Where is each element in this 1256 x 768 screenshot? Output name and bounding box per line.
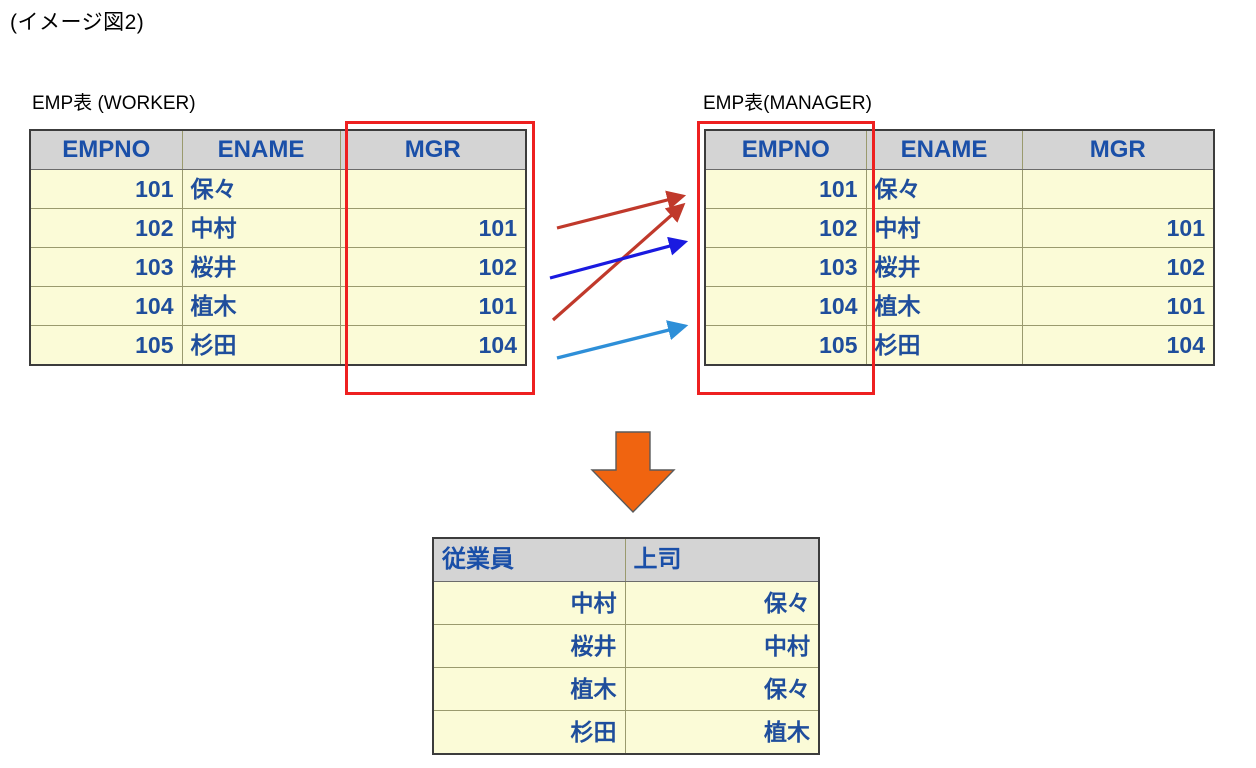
- cell-employee: 植木: [432, 667, 626, 711]
- cell-ename: 植木: [865, 286, 1023, 326]
- cell-manager: 保々: [624, 581, 820, 625]
- cell-mgr: 101: [1021, 208, 1215, 248]
- table-header-row: 従業員 上司: [432, 537, 820, 582]
- cell-empno: 105: [29, 325, 183, 366]
- column-header-empno: EMPNO: [29, 129, 183, 170]
- column-header-mgr: MGR: [1021, 129, 1215, 170]
- cell-ename: 植木: [181, 286, 341, 326]
- figure-caption: (イメージ図2): [10, 11, 145, 34]
- cell-ename: 桜井: [865, 247, 1023, 287]
- cell-empno: 102: [29, 208, 183, 248]
- join-arrow-mgr104-to-empno101: [551, 202, 686, 322]
- column-header-ename: ENAME: [865, 129, 1023, 170]
- table-row: 杉田 植木: [432, 710, 820, 755]
- cell-empno: 103: [29, 247, 183, 287]
- worker-table-caption: EMP表 (WORKER): [32, 93, 196, 114]
- cell-empno: 105: [704, 325, 867, 366]
- table-row: 101 保々: [29, 169, 527, 209]
- cell-empno: 102: [704, 208, 867, 248]
- cell-empno: 104: [29, 286, 183, 326]
- column-header-manager: 上司: [624, 537, 820, 582]
- cell-ename: 杉田: [865, 325, 1023, 366]
- cell-empno: 101: [29, 169, 183, 209]
- cell-ename: 保々: [865, 169, 1023, 209]
- cell-manager: 植木: [624, 710, 820, 755]
- result-table: 従業員 上司 中村 保々 桜井 中村 植木 保々 杉田 植木: [432, 537, 820, 755]
- cell-ename: 桜井: [181, 247, 341, 287]
- table-row: 桜井 中村: [432, 624, 820, 668]
- join-arrow-mgr102-to-empno101: [556, 190, 687, 230]
- table-row: 102 中村 101: [704, 208, 1215, 248]
- table-row: 104 植木 101: [704, 286, 1215, 326]
- table-row: 103 桜井 102: [29, 247, 527, 287]
- cell-mgr: 102: [1021, 247, 1215, 287]
- table-row: 中村 保々: [432, 581, 820, 625]
- join-arrow-mgr105-to-empno104: [556, 320, 689, 360]
- column-header-mgr: MGR: [339, 129, 527, 170]
- down-arrow-icon: [590, 431, 676, 514]
- cell-mgr: 101: [339, 286, 527, 326]
- column-header-empno: EMPNO: [704, 129, 867, 170]
- cell-empno: 103: [704, 247, 867, 287]
- cell-mgr: [1021, 169, 1215, 209]
- table-row: 105 杉田 104: [704, 325, 1215, 366]
- cell-ename: 中村: [181, 208, 341, 248]
- cell-mgr: 104: [339, 325, 527, 366]
- table-header-row: EMPNO ENAME MGR: [704, 129, 1215, 170]
- cell-employee: 杉田: [432, 710, 626, 755]
- cell-mgr: 102: [339, 247, 527, 287]
- manager-table: EMPNO ENAME MGR 101 保々 102 中村 101 103 桜井…: [704, 129, 1215, 366]
- table-row: 101 保々: [704, 169, 1215, 209]
- join-arrows-group: [549, 190, 689, 360]
- table-row: 104 植木 101: [29, 286, 527, 326]
- table-header-row: EMPNO ENAME MGR: [29, 129, 527, 170]
- cell-ename: 中村: [865, 208, 1023, 248]
- column-header-employee: 従業員: [432, 537, 626, 582]
- cell-employee: 桜井: [432, 624, 626, 668]
- cell-mgr: 104: [1021, 325, 1215, 366]
- cell-empno: 101: [704, 169, 867, 209]
- table-row: 102 中村 101: [29, 208, 527, 248]
- cell-mgr: 101: [1021, 286, 1215, 326]
- table-row: 103 桜井 102: [704, 247, 1215, 287]
- cell-mgr: 101: [339, 208, 527, 248]
- column-header-ename: ENAME: [181, 129, 341, 170]
- cell-manager: 保々: [624, 667, 820, 711]
- cell-mgr: [339, 169, 527, 209]
- cell-manager: 中村: [624, 624, 820, 668]
- manager-table-caption: EMP表(MANAGER): [703, 93, 872, 114]
- worker-table: EMPNO ENAME MGR 101 保々 102 中村 101 103 桜井…: [29, 129, 527, 366]
- cell-empno: 104: [704, 286, 867, 326]
- cell-ename: 杉田: [181, 325, 341, 366]
- cell-ename: 保々: [181, 169, 341, 209]
- table-row: 105 杉田 104: [29, 325, 527, 366]
- cell-employee: 中村: [432, 581, 626, 625]
- join-arrow-mgr103-to-empno102: [549, 236, 689, 280]
- table-row: 植木 保々: [432, 667, 820, 711]
